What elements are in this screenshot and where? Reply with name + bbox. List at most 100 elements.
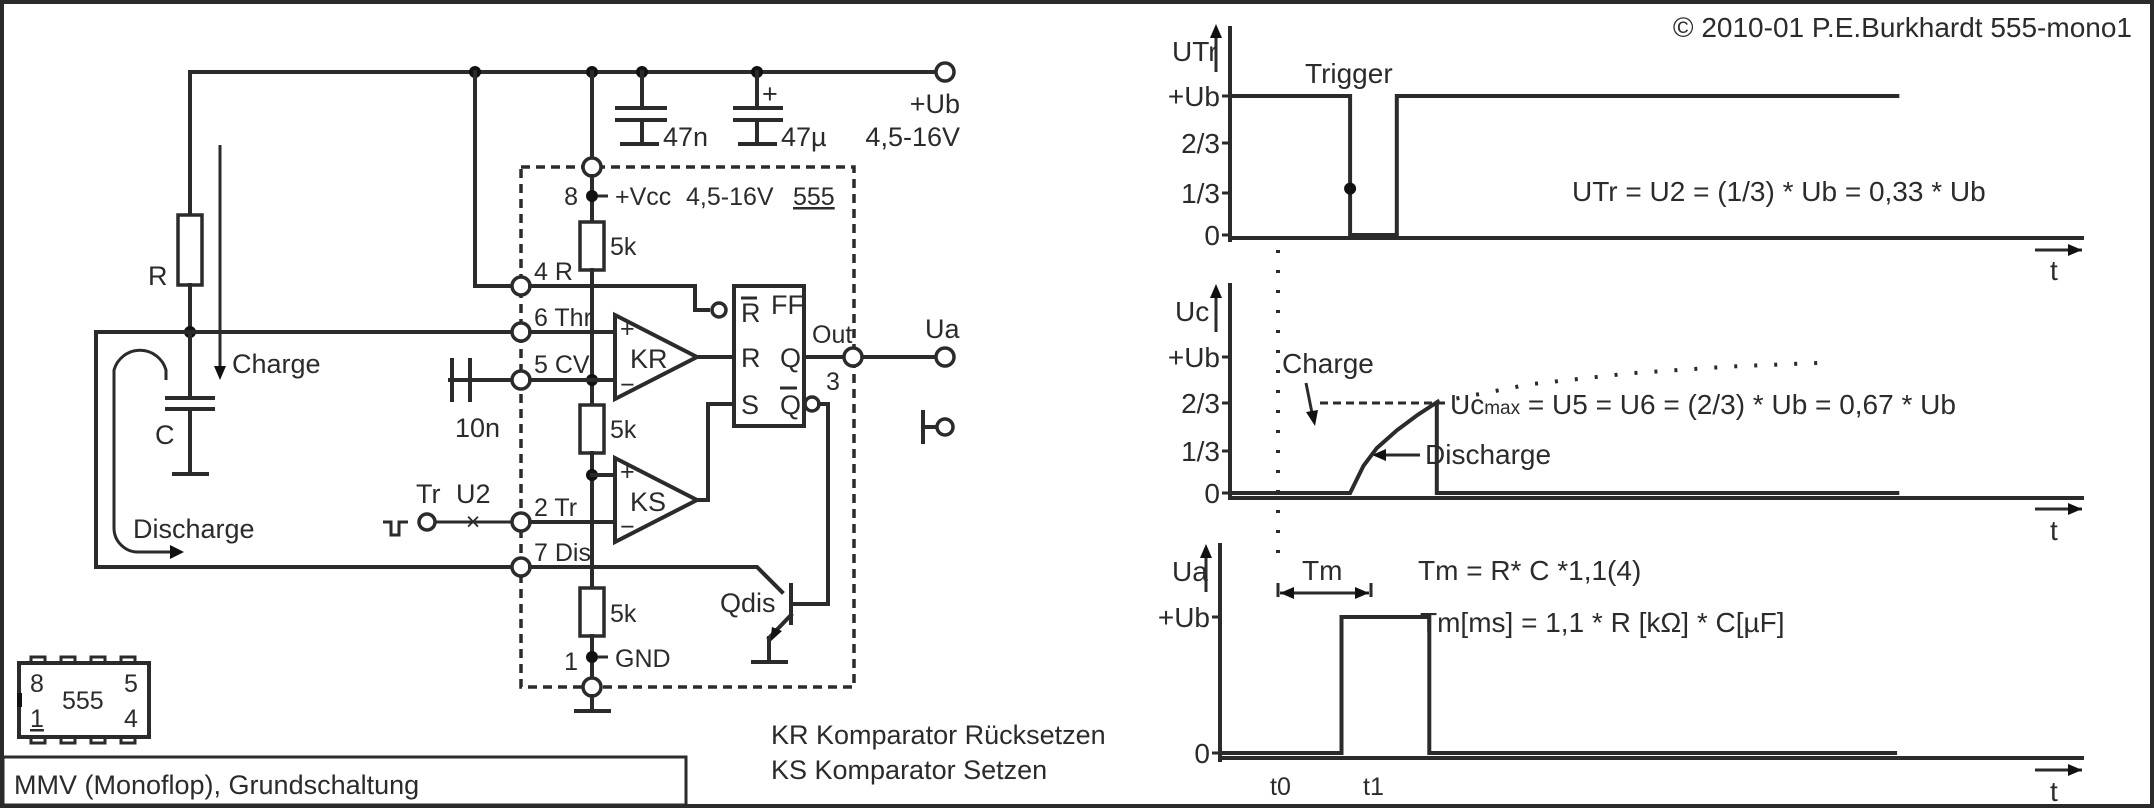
y-tick-label: +Ub [1168, 342, 1220, 373]
discharge-label: Discharge [133, 514, 255, 544]
reset-inverter-bubble [710, 301, 728, 319]
pin-3 [842, 346, 864, 368]
pkg-pin5: 5 [124, 670, 138, 698]
arrow-head-icon [170, 545, 184, 559]
vcc-range-label: 4,5-16V [686, 183, 774, 211]
x-label: t [2050, 255, 2058, 286]
cap-47u-label: 47µ [781, 122, 827, 152]
title-text: MMV (Monoflop), Grundschaltung [14, 770, 419, 800]
pin8-label: 8 [564, 183, 578, 211]
ic-package-icon: 8 1 555 5 4 [17, 655, 151, 745]
chip-555-boundary [519, 165, 856, 689]
plus-sign: + [620, 315, 635, 343]
series-uc [1228, 398, 1900, 495]
supply-range: 4,5-16V [865, 122, 960, 152]
series-utr [1228, 94, 1900, 237]
cap-10n-label: 10n [455, 413, 500, 443]
out-label: Out [812, 321, 852, 349]
arrow-head-icon [1280, 587, 1294, 599]
plus-sign: + [620, 458, 635, 486]
arrow-head-icon [2068, 764, 2082, 776]
u2-cross-icon: × [466, 508, 481, 536]
capacitor-c-label: C [155, 420, 175, 450]
arrow-head-icon [214, 366, 226, 380]
copyright-text: © 2010-01 P.E.Burkhardt 555-mono1 [1673, 12, 2132, 43]
kr-label: KR [630, 344, 668, 374]
capacitor-47u: + 47µ [733, 70, 827, 152]
pin6-label: 6 Thr [534, 304, 592, 332]
y-label: Uc [1175, 296, 1209, 327]
gnd-label: GND [615, 645, 671, 673]
pkg-pin1: 1 [30, 705, 44, 733]
arrow-head-icon [2068, 244, 2082, 256]
arrow-head-icon [1355, 587, 1369, 599]
y-tick-label: 0 [1204, 478, 1220, 509]
x-label: t [2050, 776, 2058, 807]
pkg-pin4: 4 [124, 705, 138, 733]
ff-r-label: R [741, 343, 761, 373]
resistor-r-label: R [148, 261, 168, 291]
charge-label: Charge [232, 349, 321, 379]
ff-qbar-label: Q [780, 390, 801, 420]
qdis-label: Qdis [720, 588, 776, 618]
arrow-head-icon [2068, 503, 2082, 515]
arrow-head-icon [1306, 410, 1318, 426]
x-tick-t0: t0 [1270, 773, 1291, 801]
comparator-ks [613, 454, 702, 546]
capacitor-47n: 47n [615, 70, 708, 152]
y-tick-label: 2/3 [1181, 388, 1220, 419]
timing-diagrams: UTr t Trigger UTr = U2 = (1/3) * Ub = 0,… [1158, 24, 2084, 807]
reset-wire [473, 70, 523, 288]
discharge-label: Discharge [1425, 439, 1551, 470]
cap-plus-sign: + [762, 79, 778, 109]
pkg-pin8: 8 [30, 670, 44, 698]
legend-ks: KS Komparator Setzen [771, 755, 1047, 785]
y-ticks: 0 +Ub [1158, 602, 1220, 769]
y-tick-label: 0 [1194, 738, 1210, 769]
schematic: +Ub 4,5-16V 47n + 47µ R [17, 61, 1106, 785]
supply-terminal [934, 61, 956, 83]
y-ticks: 01/32/3+Ub [1168, 81, 1230, 251]
plot-area [1218, 615, 1898, 755]
pkg-name: 555 [62, 687, 104, 715]
trigger-threshold-marker [1344, 182, 1357, 195]
resistor-5k-bottom [578, 586, 606, 638]
vcc-label: +Vcc [615, 183, 671, 211]
trigger-label: Tr [416, 479, 440, 509]
chart-trigger: UTr t Trigger UTr = U2 = (1/3) * Ub = 0,… [1168, 24, 2084, 286]
trigger-terminal [417, 512, 437, 532]
ff-rbar-label: R [741, 298, 761, 328]
resistor-5k-mid [578, 403, 606, 455]
arrow-head-icon [1200, 544, 1212, 558]
pin-1 [581, 676, 603, 698]
ground-terminal [935, 417, 955, 437]
y-tick-label: 0 [1204, 220, 1220, 251]
pin3-label: 3 [826, 368, 840, 396]
chart-capacitor-voltage: Uc t Charge Discharge Ucmax = U5 = U6 = … [1168, 283, 2084, 546]
res-5k-label: 5k [610, 416, 637, 444]
discharge-arrow [112, 348, 175, 554]
formula-tm-ms: Tm[ms] = 1,1 * R [kΩ] * C[µF] [1420, 607, 1785, 638]
emitter-arrow-icon [770, 627, 782, 642]
y-ticks: 01/32/3+Ub [1168, 342, 1230, 509]
supply-label: +Ub [910, 89, 960, 119]
comparator-kr [613, 311, 702, 403]
chart-title: Trigger [1305, 58, 1393, 89]
pin1-label: 1 [564, 648, 578, 676]
output-terminal [934, 346, 956, 368]
series-ua [1218, 615, 1898, 755]
ff-q-label: Q [780, 343, 801, 373]
arrow-head-icon [1210, 284, 1222, 298]
legend-kr: KR Komparator Rücksetzen [771, 720, 1106, 750]
cap-47n-label: 47n [663, 122, 708, 152]
junction [586, 190, 598, 202]
arrow-head-icon [1372, 449, 1386, 461]
pin2-label: 2 Tr [534, 494, 577, 522]
threshold-discharge-wire [94, 330, 523, 569]
pin5-label: 5 CV [534, 351, 590, 379]
minus-sign: − [620, 513, 635, 541]
ks-label: KS [630, 487, 666, 517]
pin-5 [510, 369, 532, 391]
y-tick-label: +Ub [1158, 602, 1210, 633]
chart-output-voltage: Ua t Tm Tm = R* C *1,1(4) Tm[ms] = 1,1 *… [1158, 543, 2084, 807]
